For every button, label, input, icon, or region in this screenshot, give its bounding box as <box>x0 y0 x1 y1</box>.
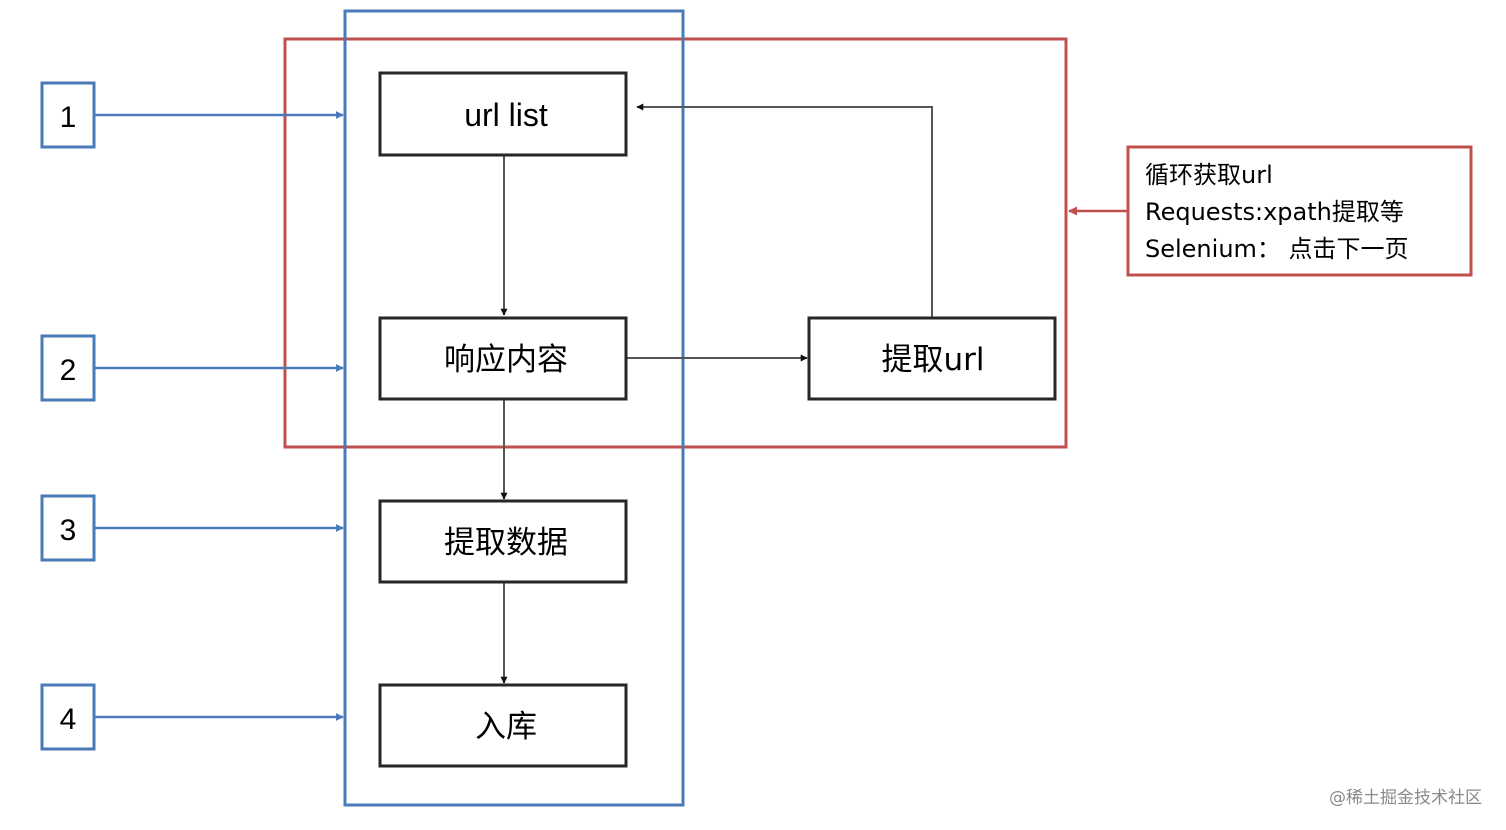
note-line-3: Selenium： 点击下一页 <box>1145 235 1409 263</box>
note-line-1: 循环获取url <box>1145 161 1273 189</box>
node-response: 响应内容 <box>378 316 628 401</box>
step-3-label: 3 <box>60 514 77 547</box>
node-extract-url: 提取url <box>807 316 1057 401</box>
step-3-marker: 3 <box>40 494 96 562</box>
node-store: 入库 <box>378 683 628 768</box>
arrow-extracturl-to-urllist <box>636 103 933 317</box>
node-url-list-label: url list <box>464 97 548 133</box>
loop-frame <box>283 37 1068 449</box>
node-extract-url-label: 提取url <box>881 342 984 378</box>
step-4-marker: 4 <box>40 683 96 751</box>
step-2-label: 2 <box>60 354 77 387</box>
note-line-2: Requests:xpath提取等 <box>1145 198 1404 226</box>
node-store-label: 入库 <box>475 709 537 745</box>
note-box: 循环获取url Requests:xpath提取等 Selenium： 点击下一… <box>1126 145 1473 277</box>
watermark: @稀土掘金技术社区 <box>1329 788 1482 808</box>
step-2-marker: 2 <box>40 334 96 402</box>
node-extract-data: 提取数据 <box>378 499 628 584</box>
pipeline-frame <box>343 9 685 807</box>
step-4-label: 4 <box>60 703 77 736</box>
node-url-list: url list <box>378 71 628 157</box>
node-response-label: 响应内容 <box>444 342 568 378</box>
node-extract-data-label: 提取数据 <box>444 525 568 561</box>
step-1-marker: 1 <box>40 81 96 149</box>
step-1-label: 1 <box>60 101 77 134</box>
